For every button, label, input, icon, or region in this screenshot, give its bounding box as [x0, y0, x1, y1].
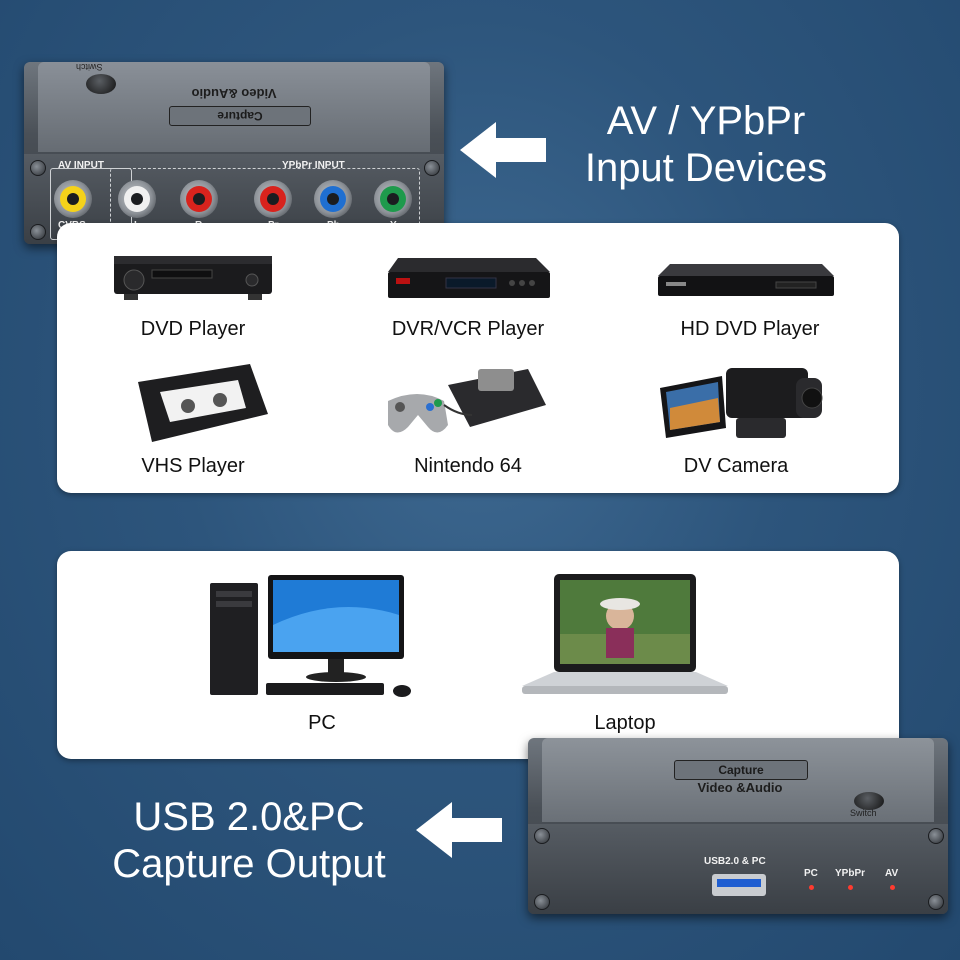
- device-label-vhs: VHS Player: [141, 455, 245, 477]
- led-ypbpr-indicator: [848, 885, 853, 890]
- bottom-device-subtitle: Video &Audio: [697, 780, 783, 795]
- dv-camera-icon: [660, 368, 823, 438]
- vhs-tape-icon: [138, 364, 268, 442]
- laptop-icon: [522, 574, 728, 694]
- input-headline-line2: Input Devices: [584, 146, 828, 191]
- top-device-switch-button: [86, 74, 116, 94]
- output-headline-line1: USB 2.0&PC: [133, 795, 365, 839]
- device-label-hd-dvd: HD DVD Player: [680, 318, 820, 340]
- cvbs-jack: [54, 180, 92, 218]
- pb-jack: [314, 180, 352, 218]
- jack-hole: [193, 193, 205, 205]
- bottom-device-front-panel: [528, 824, 948, 914]
- audio-right-jack: [180, 180, 218, 218]
- jack-hole: [387, 193, 399, 205]
- screw: [30, 160, 46, 176]
- jack-hole: [267, 193, 279, 205]
- dvd-player-icon: [114, 256, 272, 300]
- jack-hole: [67, 193, 79, 205]
- led-av-indicator: [890, 885, 895, 890]
- bottom-device-brand-badge: Capture: [674, 760, 808, 780]
- top-device-brand-badge: Capture: [169, 106, 311, 126]
- pr-jack: [254, 180, 292, 218]
- led-label-av: AV: [885, 868, 899, 879]
- device-label-dv-camera: DV Camera: [683, 455, 789, 477]
- desktop-pc-icon: [210, 575, 411, 697]
- dvr-player-icon: [388, 258, 550, 298]
- led-label-ypbpr: YPbPr: [835, 868, 866, 879]
- hd-dvd-player-icon: [658, 264, 834, 296]
- led-label-pc: PC: [804, 868, 818, 879]
- device-label-dvr: DVR/VCR Player: [391, 318, 545, 340]
- usb-port-icon: [712, 874, 766, 896]
- nintendo-64-icon: [388, 369, 546, 433]
- usb-port-tongue: [717, 879, 761, 887]
- left-arrow-icon: [460, 122, 546, 178]
- top-capture-device: Switch Capture Video &Audio AV INPUT YPb…: [24, 62, 444, 244]
- screw: [534, 894, 550, 910]
- screw: [30, 224, 46, 240]
- output-headline-line2: Capture Output: [112, 842, 386, 887]
- left-arrow-icon: [416, 802, 502, 858]
- input-headline-line1: AV / YPbPr: [606, 99, 806, 143]
- device-label-n64: Nintendo 64: [414, 455, 522, 477]
- jack-hole: [327, 193, 339, 205]
- top-device-switch-label: Switch: [76, 62, 103, 72]
- bottom-capture-device: Capture Video &Audio Switch USB2.0 & PC …: [528, 738, 948, 914]
- usb-port-label: USB2.0 & PC: [704, 856, 766, 867]
- av-input-group-label: AV INPUT: [58, 160, 104, 171]
- jack-hole: [131, 193, 143, 205]
- led-pc-indicator: [809, 885, 814, 890]
- device-label-pc: PC: [308, 712, 336, 734]
- input-headline: AV / YPbPr Input Devices: [556, 98, 856, 192]
- device-label-laptop: Laptop: [594, 712, 656, 734]
- audio-left-jack: [118, 180, 156, 218]
- bottom-device-switch-label: Switch: [850, 808, 877, 818]
- screw: [928, 828, 944, 844]
- ypbpr-input-group-label: YPbPr INPUT: [282, 160, 345, 171]
- device-label-dvd: DVD Player: [140, 318, 246, 340]
- output-headline: USB 2.0&PC Capture Output: [94, 794, 404, 888]
- screw: [534, 828, 550, 844]
- bottom-device-switch-button: [854, 792, 884, 810]
- screw: [928, 894, 944, 910]
- y-jack: [374, 180, 412, 218]
- top-device-subtitle: Video &Audio: [191, 86, 277, 101]
- output-devices-panel: [57, 551, 899, 759]
- screw: [424, 160, 440, 176]
